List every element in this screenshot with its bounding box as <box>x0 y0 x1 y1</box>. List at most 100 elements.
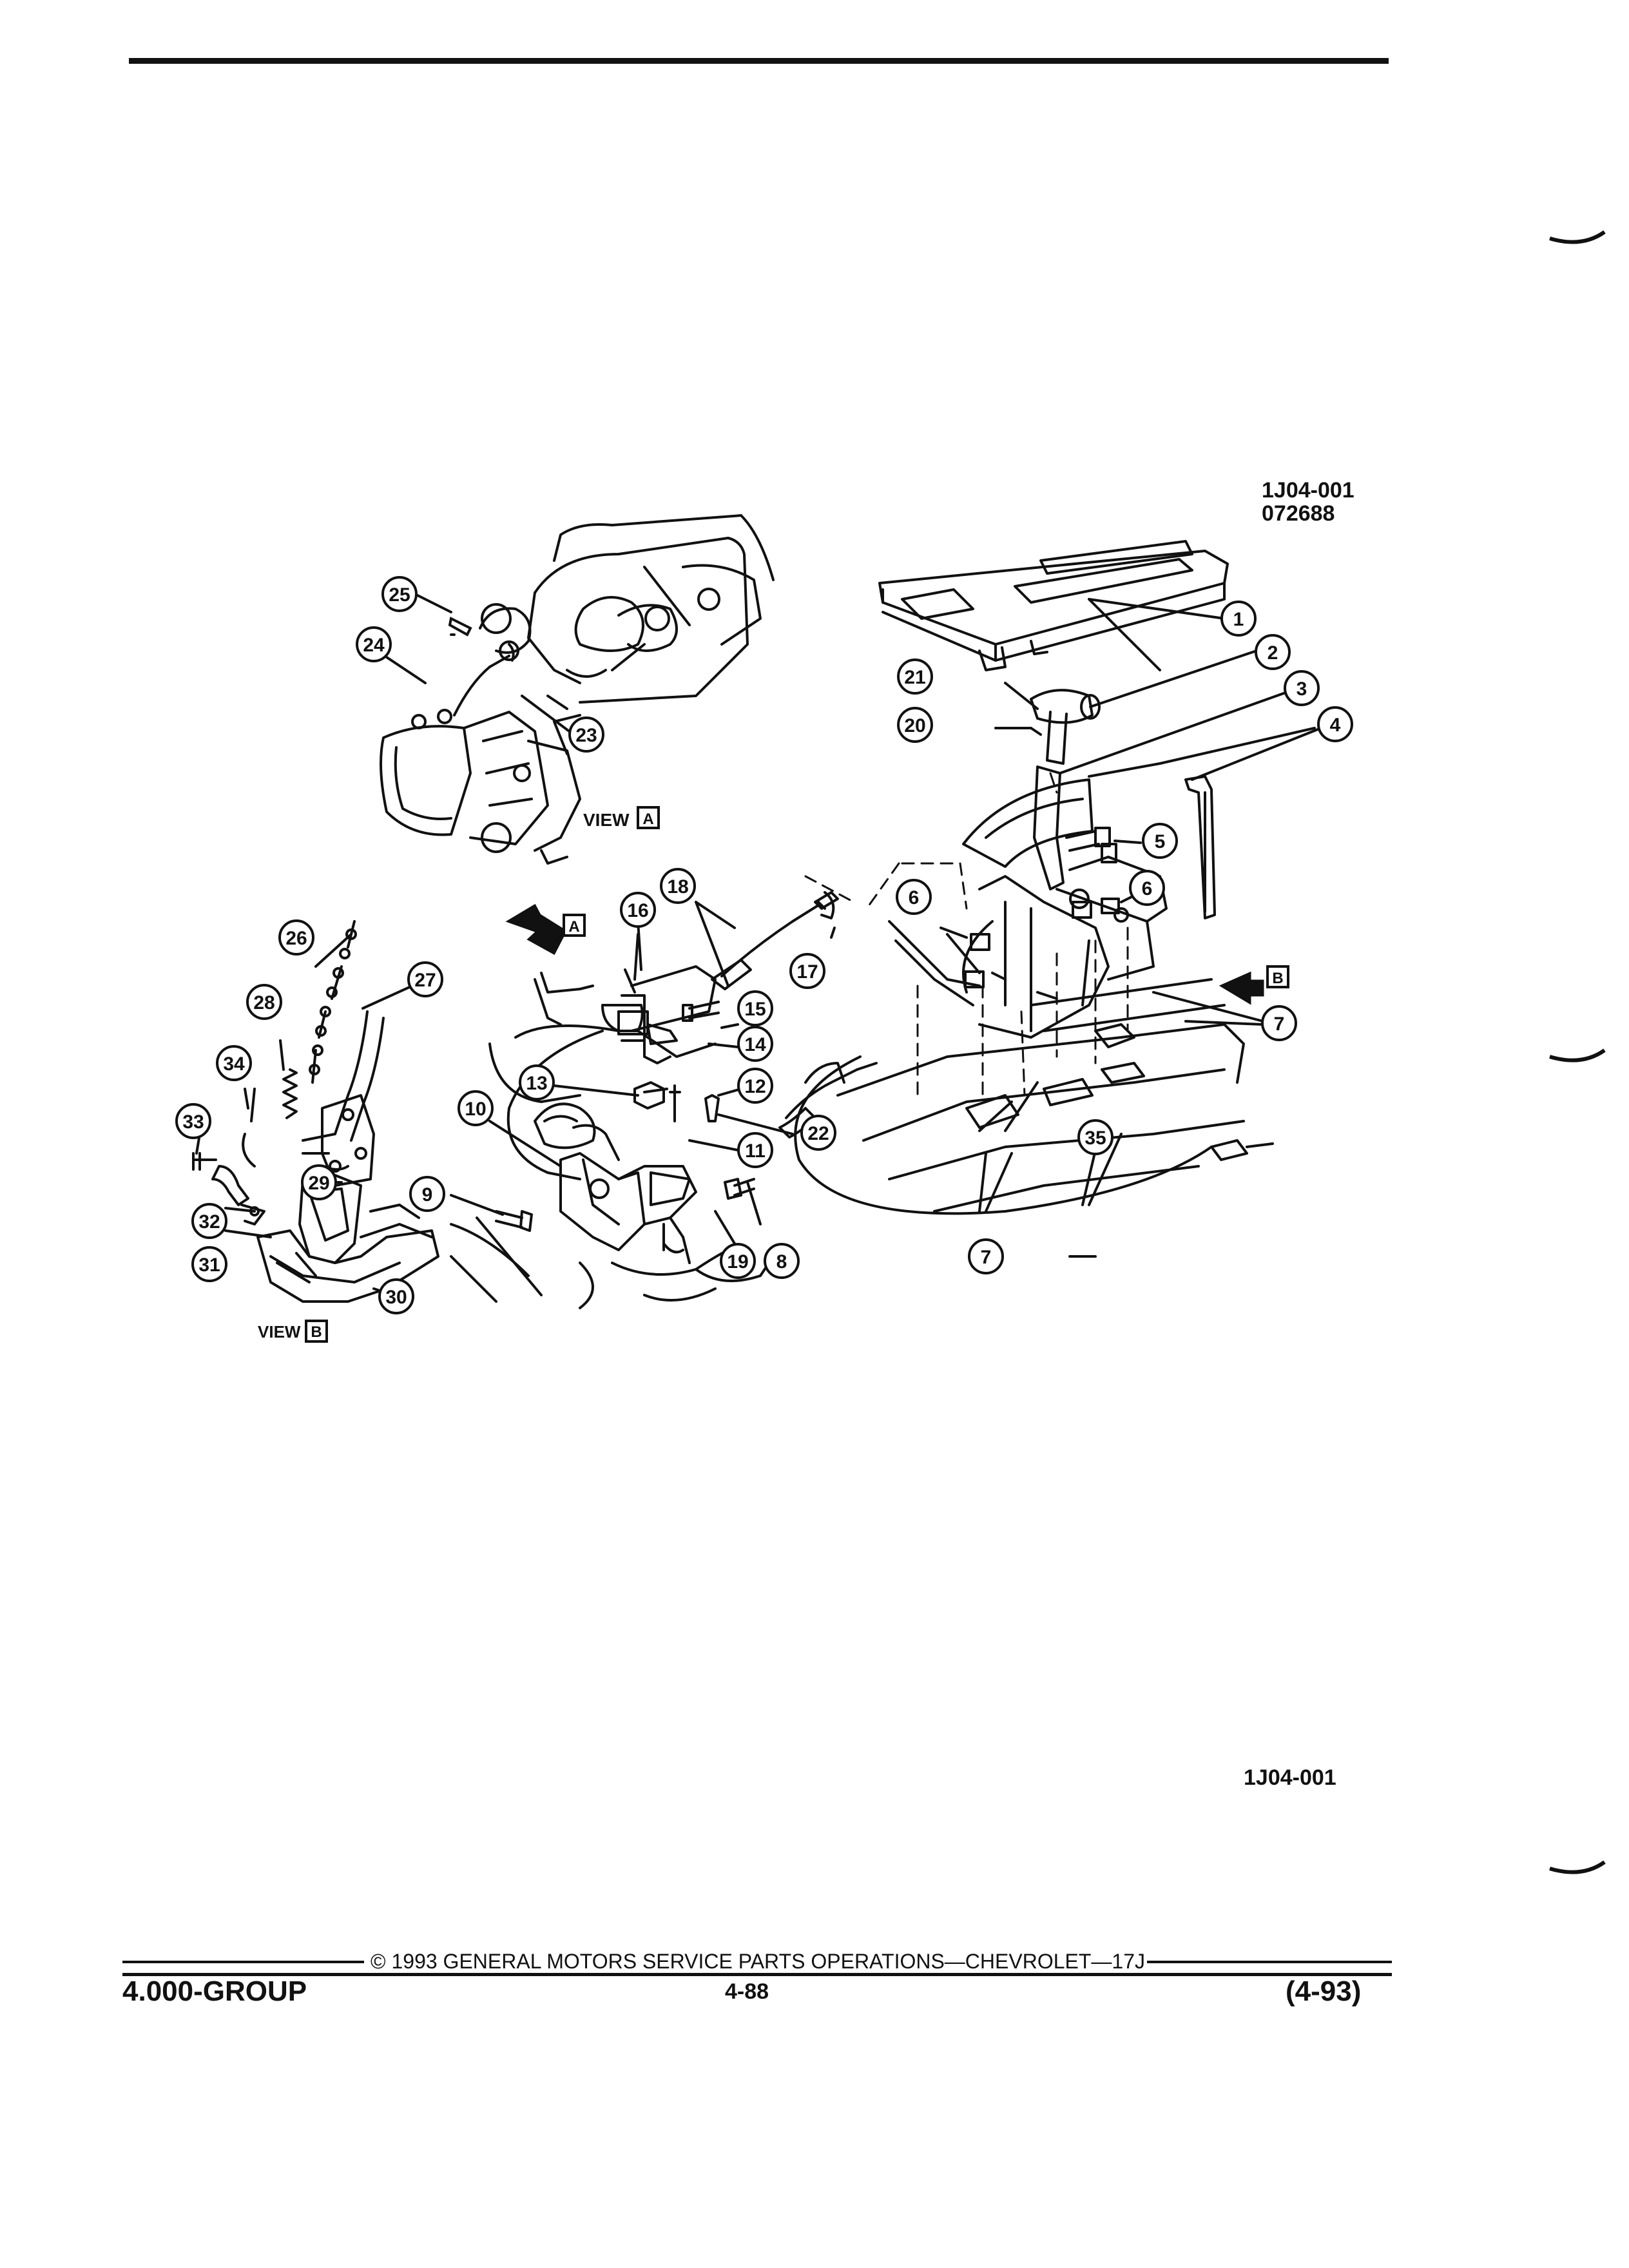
svg-text:27: 27 <box>414 970 436 991</box>
callout-30: 30 <box>378 1278 414 1314</box>
callout-14: 14 <box>737 1026 773 1062</box>
console-cover-drawing <box>878 540 1229 671</box>
figure-date-code: 072688 <box>1262 501 1335 526</box>
svg-text:A: A <box>642 811 653 828</box>
footer-revision: (4-93) <box>1286 1975 1362 2007</box>
svg-text:7: 7 <box>981 1247 992 1268</box>
svg-text:24: 24 <box>363 635 385 656</box>
callout-33: 33 <box>175 1103 211 1139</box>
callout-20: 20 <box>897 707 933 743</box>
svg-text:VIEW: VIEW <box>258 1322 301 1341</box>
svg-text:10: 10 <box>465 1099 486 1120</box>
binding-marks <box>1549 230 1606 1874</box>
svg-text:14: 14 <box>744 1034 766 1055</box>
callout-7b: 7 <box>968 1238 1004 1274</box>
callout-27: 27 <box>407 961 443 997</box>
svg-text:5: 5 <box>1155 831 1166 852</box>
callout-9: 9 <box>409 1176 445 1212</box>
svg-text:21: 21 <box>904 667 925 688</box>
footer-rule-left <box>122 1961 364 1963</box>
svg-text:18: 18 <box>667 876 688 898</box>
svg-text:15: 15 <box>744 999 766 1020</box>
callout-15: 15 <box>737 990 773 1026</box>
arrow-a-letter: A <box>568 918 579 936</box>
callout-23: 23 <box>568 716 604 753</box>
svg-text:23: 23 <box>575 725 597 746</box>
callout-1: 1 <box>1220 601 1257 637</box>
callout-17: 17 <box>789 953 825 989</box>
exploded-parts-diagram: A B VIEW A VIEW B 1 2 3 4 5 6 6 7 7 8 9 … <box>175 514 1353 1343</box>
callout-16: 16 <box>620 892 656 928</box>
svg-text:32: 32 <box>198 1211 220 1233</box>
view-b-label: VIEW B <box>258 1320 328 1343</box>
svg-text:29: 29 <box>308 1173 329 1194</box>
callout-7a: 7 <box>1261 1005 1297 1041</box>
svg-text:6: 6 <box>909 887 920 908</box>
callout-13: 13 <box>519 1064 555 1100</box>
view-a-label: VIEW A <box>583 806 660 830</box>
svg-text:16: 16 <box>627 900 648 921</box>
svg-text:9: 9 <box>422 1184 433 1206</box>
svg-text:20: 20 <box>904 715 925 736</box>
svg-text:6: 6 <box>1142 878 1153 899</box>
svg-text:31: 31 <box>198 1254 220 1276</box>
svg-text:7: 7 <box>1274 1014 1285 1035</box>
svg-text:3: 3 <box>1296 678 1307 700</box>
callout-31: 31 <box>191 1246 227 1282</box>
shift-linkage-drawing <box>450 1102 775 1309</box>
header-rule <box>129 58 1389 64</box>
callout-10: 10 <box>458 1090 494 1126</box>
callout-29: 29 <box>301 1164 337 1200</box>
callout-11: 11 <box>737 1132 773 1168</box>
callout-24: 24 <box>356 626 392 662</box>
callout-22: 22 <box>800 1115 836 1151</box>
svg-text:30: 30 <box>385 1287 407 1308</box>
callout-35: 35 <box>1077 1119 1113 1155</box>
footer-page-number: 4-88 <box>725 1979 769 2004</box>
svg-text:11: 11 <box>745 1140 766 1162</box>
callout-2: 2 <box>1255 634 1291 670</box>
footer-group: 4.000-GROUP <box>122 1975 307 2007</box>
callout-4: 4 <box>1317 706 1353 742</box>
callout-28: 28 <box>246 984 282 1020</box>
direction-arrow-b: B <box>1219 965 1289 1005</box>
bolt-group-5 <box>1065 827 1117 863</box>
figure-code-bottom: 1J04-001 <box>1244 1765 1336 1790</box>
svg-text:26: 26 <box>285 928 307 949</box>
engine-transmission-drawing <box>380 514 775 865</box>
svg-text:33: 33 <box>182 1111 204 1133</box>
callout-8: 8 <box>764 1243 800 1279</box>
callout-6a: 6 <box>896 879 932 915</box>
svg-text:35: 35 <box>1084 1128 1106 1149</box>
svg-text:8: 8 <box>776 1251 787 1273</box>
footer-rule-bottom <box>122 1973 1392 1976</box>
svg-text:22: 22 <box>807 1123 829 1144</box>
svg-text:1: 1 <box>1233 609 1244 630</box>
svg-text:19: 19 <box>727 1251 748 1273</box>
callout-5: 5 <box>1142 823 1178 859</box>
svg-text:2: 2 <box>1268 642 1278 664</box>
callout-32: 32 <box>191 1203 227 1239</box>
view-b-drawing <box>192 920 439 1303</box>
svg-text:12: 12 <box>744 1076 766 1097</box>
shift-knob-drawing <box>1030 689 1101 765</box>
footer-rule-right <box>1147 1961 1392 1963</box>
svg-text:4: 4 <box>1330 715 1341 736</box>
shift-cable-22 <box>506 1030 604 1180</box>
floor-pan-drawing <box>836 978 1245 1213</box>
svg-text:17: 17 <box>796 961 818 983</box>
svg-text:28: 28 <box>253 992 275 1014</box>
svg-text:13: 13 <box>526 1073 547 1094</box>
direction-arrow-a: A <box>505 903 586 956</box>
callout-3: 3 <box>1284 670 1320 706</box>
callout-21: 21 <box>897 658 933 695</box>
callout-18: 18 <box>660 868 696 904</box>
callout-12: 12 <box>737 1068 773 1104</box>
footer-copyright: © 1993 GENERAL MOTORS SERVICE PARTS OPER… <box>371 1950 1145 1973</box>
svg-text:VIEW: VIEW <box>583 810 630 830</box>
callout-26: 26 <box>278 919 314 956</box>
figure-code-top: 1J04-001 <box>1262 478 1354 503</box>
svg-text:25: 25 <box>389 584 410 606</box>
arrow-b-letter: B <box>1272 970 1283 987</box>
callout-19: 19 <box>720 1243 756 1279</box>
